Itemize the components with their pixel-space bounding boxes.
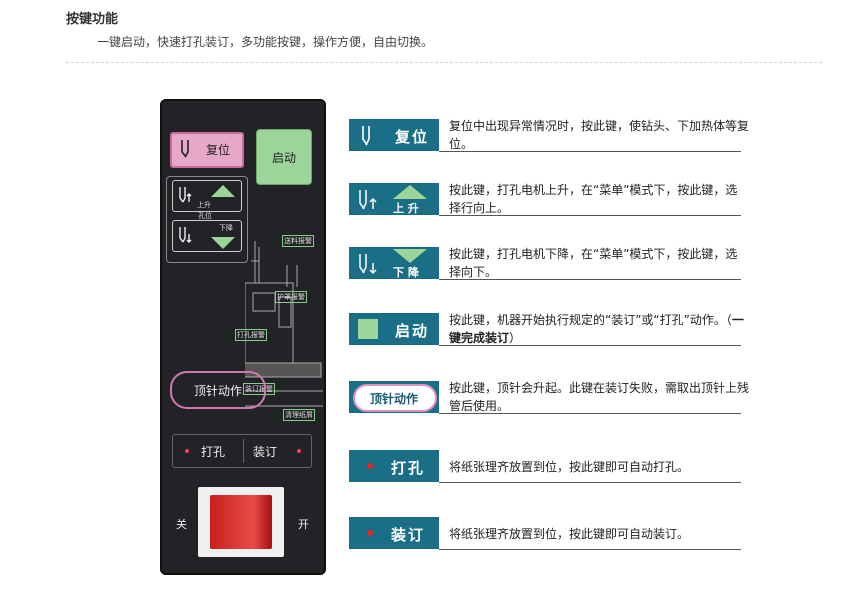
- up-key[interactable]: 上升: [172, 180, 242, 212]
- start-description: 按此键，机器开始执行规定的“装订”或“打孔”动作。（一键完成装订）: [449, 311, 749, 347]
- hole-position-group: [166, 176, 248, 263]
- red-dot-icon: [367, 530, 373, 536]
- bind-key[interactable]: 装订: [253, 445, 278, 459]
- lift-pin-key[interactable]: 顶针动作: [170, 371, 266, 409]
- up-tag: 上 升: [349, 183, 439, 215]
- drill-icon: [359, 125, 377, 151]
- start-description-end: ）: [509, 331, 522, 345]
- control-panel: 复位 启动 上升 孔位 下降 送料报警: [160, 99, 326, 575]
- switch-off-label: 关: [176, 518, 187, 531]
- switch-on-label: 开: [298, 518, 309, 531]
- up-tag-text: 上 升: [393, 202, 419, 215]
- up-description: 按此键，打孔电机上升，在“菜单”模式下，按此键，选择行向上。: [449, 183, 738, 215]
- section-title: 按键功能: [66, 12, 119, 27]
- start-key[interactable]: 启动: [256, 129, 312, 185]
- start-tag: 启动: [349, 313, 439, 345]
- row-underline: [439, 413, 741, 414]
- row-underline: [439, 279, 741, 280]
- drill-down-icon: [357, 253, 379, 279]
- legend-row-up: 上 升 按此键，打孔电机上升，在“菜单”模式下，按此键，选择行向上。: [349, 183, 741, 216]
- hole-label: 孔位: [198, 212, 212, 220]
- lift-tag-pill: [353, 384, 437, 412]
- down-arrow-icon: [211, 237, 235, 249]
- punch-tag: 打孔: [349, 450, 439, 482]
- row-underline: [439, 345, 741, 346]
- down-arrow-icon: [393, 249, 427, 263]
- row-underline: [439, 482, 741, 483]
- row-underline: [439, 215, 741, 216]
- bind-tag-text: 装订: [390, 526, 425, 544]
- punch-tag-text: 打孔: [390, 459, 425, 477]
- row-underline: [439, 549, 741, 550]
- key-divider: [243, 439, 244, 463]
- legend-row-start: 启动 按此键，机器开始执行规定的“装订”或“打孔”动作。（一键完成装订）: [349, 313, 744, 346]
- guard-alarm-label: 护罩报警: [275, 291, 307, 303]
- reset-tag-text: 复位: [394, 128, 429, 146]
- bind-description: 将纸张理齐放置到位，按此键即可自动装订。: [449, 527, 690, 541]
- legend-row-lift: 顶针动作 按此键，顶针会升起。此键在装订失败，需取出顶针上残管后使用。: [349, 381, 749, 414]
- drill-up-icon: [177, 186, 193, 210]
- down-tag-text: 下 降: [393, 266, 419, 279]
- start-description-text: 按此键，机器开始执行规定的“装订”或“打孔”动作。（: [449, 313, 732, 327]
- row-underline: [439, 151, 741, 152]
- bind-tag: 装订: [349, 517, 439, 549]
- bind-indicator-icon: [297, 449, 301, 453]
- legend-row-reset: 复位 复位中出现异常情况时，按此键，使钻头、下加热体等复位。: [349, 119, 749, 152]
- punch-bind-keys: 打孔 装订: [172, 434, 312, 468]
- lift-description: 按此键，顶针会升起。此键在装订失败，需取出顶针上残管后使用。: [449, 381, 750, 413]
- down-description: 按此键，打孔电机下降，在“菜单”模式下，按此键，选择向下。: [449, 247, 738, 279]
- punch-alarm-label: 打孔报警: [235, 329, 267, 341]
- punch-description: 将纸张理齐放置到位，按此键即可自动打孔。: [449, 460, 690, 474]
- drill-icon: [178, 139, 198, 163]
- punch-key[interactable]: 打孔: [201, 445, 226, 459]
- drill-up-icon: [357, 189, 379, 215]
- drill-down-icon: [177, 226, 193, 250]
- section-subtitle: 一键启动，快速打孔装订，多功能按键，操作方便，自由切换。: [97, 35, 434, 49]
- legend-row-bind: 装订 将纸张理齐放置到位，按此键即可自动装订。: [349, 517, 741, 550]
- red-dot-icon: [367, 463, 373, 469]
- down-label: 下降: [219, 224, 233, 232]
- reset-description: 复位中出现异常情况时，按此键，使钻头、下加热体等复位。: [449, 119, 750, 151]
- start-description-bold: 一键完成装订: [449, 313, 744, 345]
- up-arrow-icon: [211, 185, 235, 197]
- down-key[interactable]: 下降: [172, 220, 242, 252]
- lift-tag: 顶针动作: [349, 381, 439, 413]
- down-tag: 下 降: [349, 247, 439, 279]
- lift-pin-label: 顶针动作: [193, 384, 242, 398]
- divider: [66, 62, 822, 63]
- reset-label: 复位: [206, 143, 231, 157]
- legend-row-down: 下 降 按此键，打孔电机下降，在“菜单”模式下，按此键，选择向下。: [349, 247, 741, 280]
- start-key-swatch: [358, 319, 378, 339]
- lift-tag-text: 顶针动作: [369, 392, 418, 406]
- power-switch[interactable]: [198, 487, 284, 557]
- reset-key[interactable]: 复位: [170, 132, 244, 168]
- up-arrow-icon: [393, 185, 427, 199]
- rocker-switch: [210, 495, 272, 549]
- start-label: 启动: [271, 151, 296, 165]
- legend-row-punch: 打孔 将纸张理齐放置到位，按此键即可自动打孔。: [349, 450, 741, 483]
- start-tag-text: 启动: [394, 322, 429, 340]
- feed-alarm-label: 送料报警: [282, 235, 314, 247]
- punch-indicator-icon: [185, 449, 189, 453]
- clean-paper-label: 清理纸屑: [283, 409, 315, 421]
- reset-tag: 复位: [349, 119, 439, 151]
- up-label: 上升: [197, 201, 211, 209]
